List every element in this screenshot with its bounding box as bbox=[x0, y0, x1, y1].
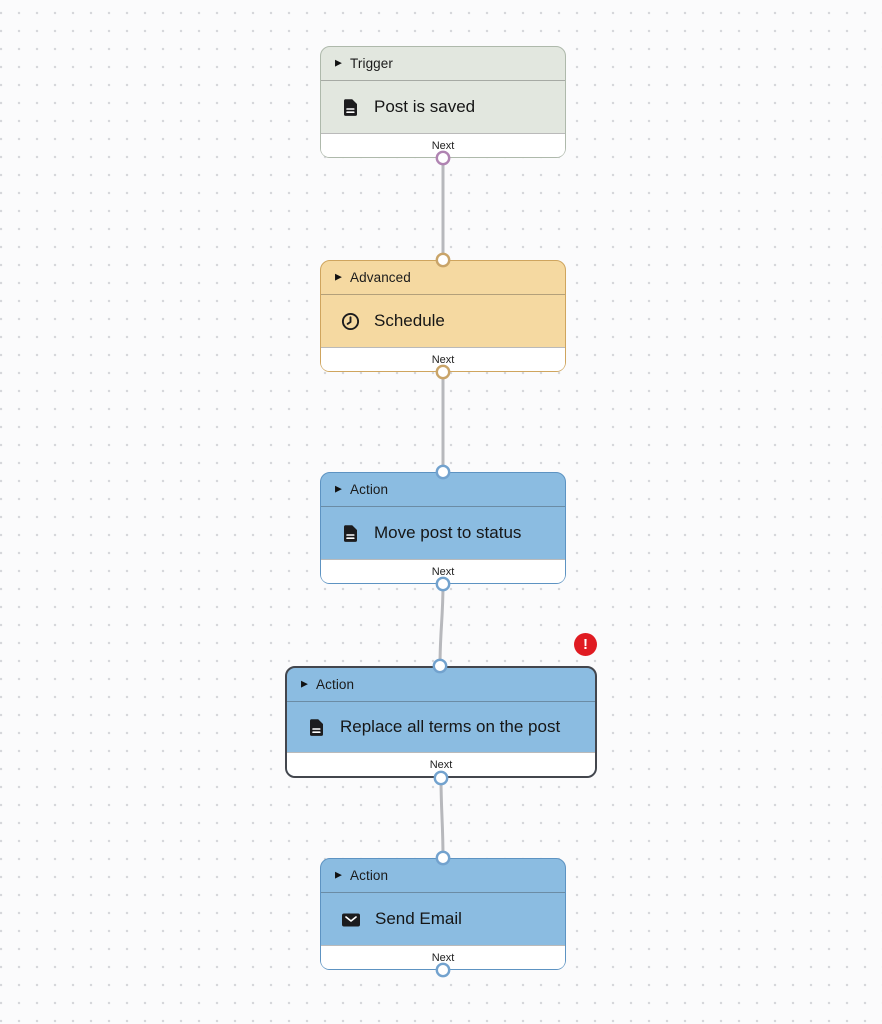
document-icon bbox=[306, 717, 327, 738]
node-title: Post is saved bbox=[374, 97, 476, 116]
connector-action1-to-action2[interactable] bbox=[438, 583, 445, 667]
node-output-next: Next bbox=[321, 133, 565, 157]
clock-icon bbox=[340, 311, 361, 332]
node-category-label: Action bbox=[350, 482, 389, 497]
node-output-next: Next bbox=[321, 347, 565, 371]
node-action-replace-all-terms[interactable]: ▶ Action Replace all terms on the post N… bbox=[285, 666, 597, 778]
next-label: Next bbox=[431, 565, 455, 578]
node-header[interactable]: ▶ Action bbox=[321, 859, 565, 893]
node-output-next: Next bbox=[321, 945, 565, 969]
node-output-next: Next bbox=[321, 559, 565, 583]
next-label: Next bbox=[431, 139, 455, 152]
node-header[interactable]: ▶ Action bbox=[287, 668, 595, 702]
collapse-triangle-icon: ▶ bbox=[301, 678, 309, 689]
email-icon bbox=[340, 909, 362, 930]
error-badge[interactable]: ! bbox=[574, 633, 597, 656]
node-category-label: Action bbox=[350, 868, 389, 883]
collapse-triangle-icon: ▶ bbox=[335, 483, 343, 494]
node-body[interactable]: Post is saved bbox=[321, 81, 565, 133]
collapse-triangle-icon: ▶ bbox=[335, 271, 343, 282]
node-category-label: Advanced bbox=[350, 270, 411, 285]
node-header[interactable]: ▶ Trigger bbox=[321, 47, 565, 81]
node-title: Replace all terms on the post bbox=[340, 717, 561, 736]
node-body[interactable]: Send Email bbox=[321, 893, 565, 945]
node-action-send-email[interactable]: ▶ Action Send Email Next bbox=[320, 858, 566, 970]
next-label: Next bbox=[431, 353, 455, 366]
node-body[interactable]: Replace all terms on the post bbox=[287, 702, 595, 752]
node-output-next: Next bbox=[287, 752, 595, 776]
collapse-triangle-icon: ▶ bbox=[335, 57, 343, 68]
node-category-label: Action bbox=[316, 677, 355, 692]
node-trigger-post-is-saved[interactable]: ▶ Trigger Post is saved Next bbox=[320, 46, 566, 158]
node-title: Schedule bbox=[374, 311, 445, 330]
document-icon bbox=[340, 97, 361, 118]
node-title: Move post to status bbox=[374, 523, 522, 542]
node-body[interactable]: Schedule bbox=[321, 295, 565, 347]
collapse-triangle-icon: ▶ bbox=[335, 869, 343, 880]
next-label: Next bbox=[429, 758, 453, 771]
node-category-label: Trigger bbox=[350, 56, 393, 71]
next-label: Next bbox=[431, 951, 455, 964]
node-header[interactable]: ▶ Advanced bbox=[321, 261, 565, 295]
error-badge-symbol: ! bbox=[583, 636, 588, 653]
node-action-move-post-to-status[interactable]: ▶ Action Move post to status Next bbox=[320, 472, 566, 584]
document-icon bbox=[340, 523, 361, 544]
connector-action2-to-action3[interactable] bbox=[439, 777, 445, 859]
node-advanced-schedule[interactable]: ▶ Advanced Schedule Next bbox=[320, 260, 566, 372]
node-header[interactable]: ▶ Action bbox=[321, 473, 565, 507]
node-title: Send Email bbox=[375, 909, 462, 928]
node-body[interactable]: Move post to status bbox=[321, 507, 565, 559]
